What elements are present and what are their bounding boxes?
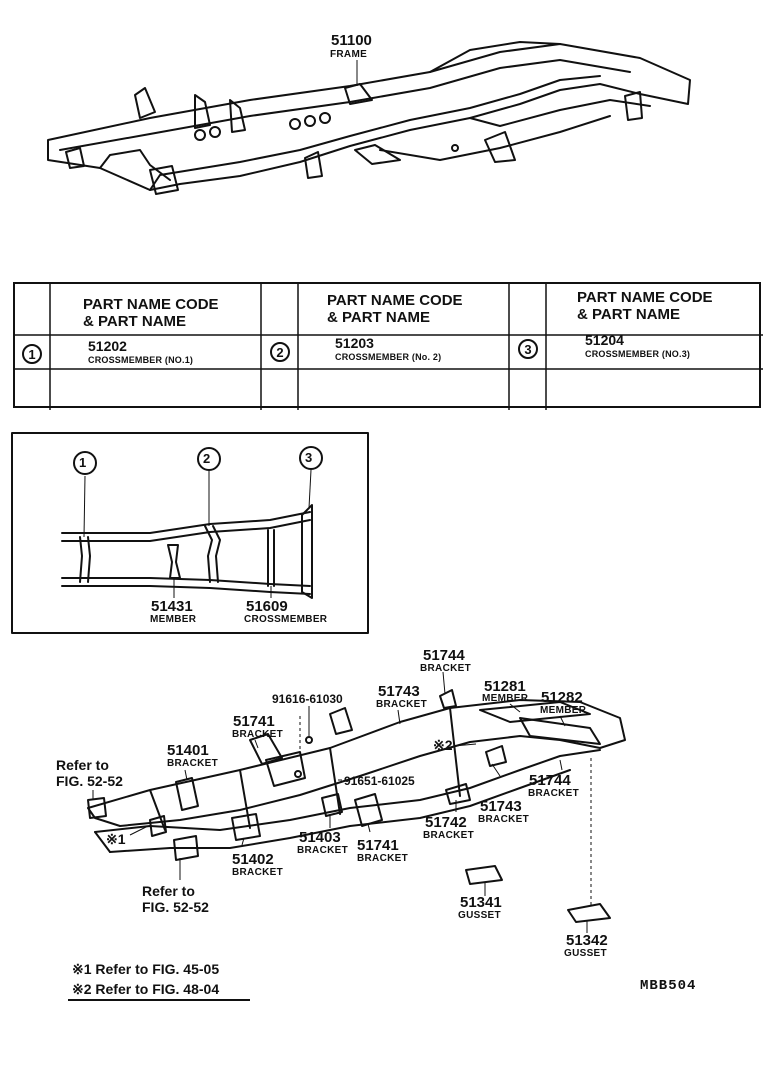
part-label-code: 51744 <box>529 772 571 789</box>
footnote-1: ※1 Refer to FIG. 45-05 <box>72 961 220 977</box>
marker-1: 1 <box>22 344 42 364</box>
inset-marker-3: 3 <box>305 450 313 465</box>
part-label-name: BRACKET <box>167 758 218 769</box>
table-header-2: PART NAME CODE& PART NAME <box>327 292 463 326</box>
part-label-name: BRACKET <box>232 729 283 740</box>
part-label-code: 51744 <box>423 647 465 664</box>
marker-3: 3 <box>518 339 538 359</box>
inset-marker-2: 2 <box>203 451 211 466</box>
part-label-code: 51742 <box>425 814 467 831</box>
frame-name: FRAME <box>330 49 368 60</box>
frame-code: 51100 <box>331 32 372 49</box>
frame-illustration <box>47 41 691 195</box>
part-label-code: 91616-61030 <box>272 692 343 706</box>
part-label-code: 51281 <box>484 678 526 695</box>
part-label-code: 51741 <box>357 837 399 854</box>
part-label-code: 51282 <box>541 689 583 706</box>
part-label-code: 51402 <box>232 851 274 868</box>
part-label-name: BRACKET <box>528 788 579 799</box>
part-label-code: 51743 <box>378 683 420 700</box>
part-label-name: MEMBER <box>540 705 587 716</box>
part-label-name: BRACKET <box>357 853 408 864</box>
part-label-code: 51341 <box>460 894 502 911</box>
inset-marker-1: 1 <box>79 455 87 470</box>
drawing-code: MBB504 <box>640 978 697 994</box>
part-label-name: BRACKET <box>297 845 348 856</box>
part-code: 51202 <box>88 338 127 354</box>
footnote-underline <box>68 999 250 1001</box>
part-label-name: BRACKET <box>376 699 427 710</box>
part-label-name: MEMBER <box>482 693 529 704</box>
part-label-name: GUSSET <box>564 948 607 959</box>
part-label-code: 51401 <box>167 742 209 759</box>
part-label-code: 51741 <box>233 713 275 730</box>
part-label-code: 51342 <box>566 932 608 949</box>
part-code: 51203 <box>335 335 374 351</box>
part-label-code: 51743 <box>480 798 522 815</box>
part-label-name: BRACKET <box>420 663 471 674</box>
inset-part-name: MEMBER <box>150 614 197 625</box>
part-name: CROSSMEMBER (No. 2) <box>335 352 442 362</box>
part-label-name: BRACKET <box>232 867 283 878</box>
marker-2: 2 <box>270 342 290 362</box>
mark-1: ※1 <box>106 831 126 847</box>
part-name: CROSSMEMBER (NO.3) <box>585 349 691 359</box>
part-table: PART NAME CODE& PART NAME PART NAME CODE… <box>13 282 763 410</box>
mark-2: ※2 <box>433 737 453 753</box>
part-label-code: 51403 <box>299 829 341 846</box>
inset-part-code: 51431 <box>151 598 193 615</box>
table-header-3: PART NAME CODE& PART NAME <box>577 289 713 323</box>
part-label-name: BRACKET <box>478 814 529 825</box>
part-label-name: GUSSET <box>458 910 501 921</box>
inset-part-code: 51609 <box>246 598 288 615</box>
inset-part-name: CROSSMEMBER <box>244 614 328 625</box>
part-name: CROSSMEMBER (NO.1) <box>88 355 194 365</box>
part-label-name: BRACKET <box>423 830 474 841</box>
table-grid <box>15 284 763 410</box>
part-code: 51204 <box>585 332 624 348</box>
table-header-1: PART NAME CODE& PART NAME <box>83 296 219 330</box>
footnote-2: ※2 Refer to FIG. 48-04 <box>72 981 220 997</box>
part-label-code: 91651-61025 <box>344 774 415 788</box>
